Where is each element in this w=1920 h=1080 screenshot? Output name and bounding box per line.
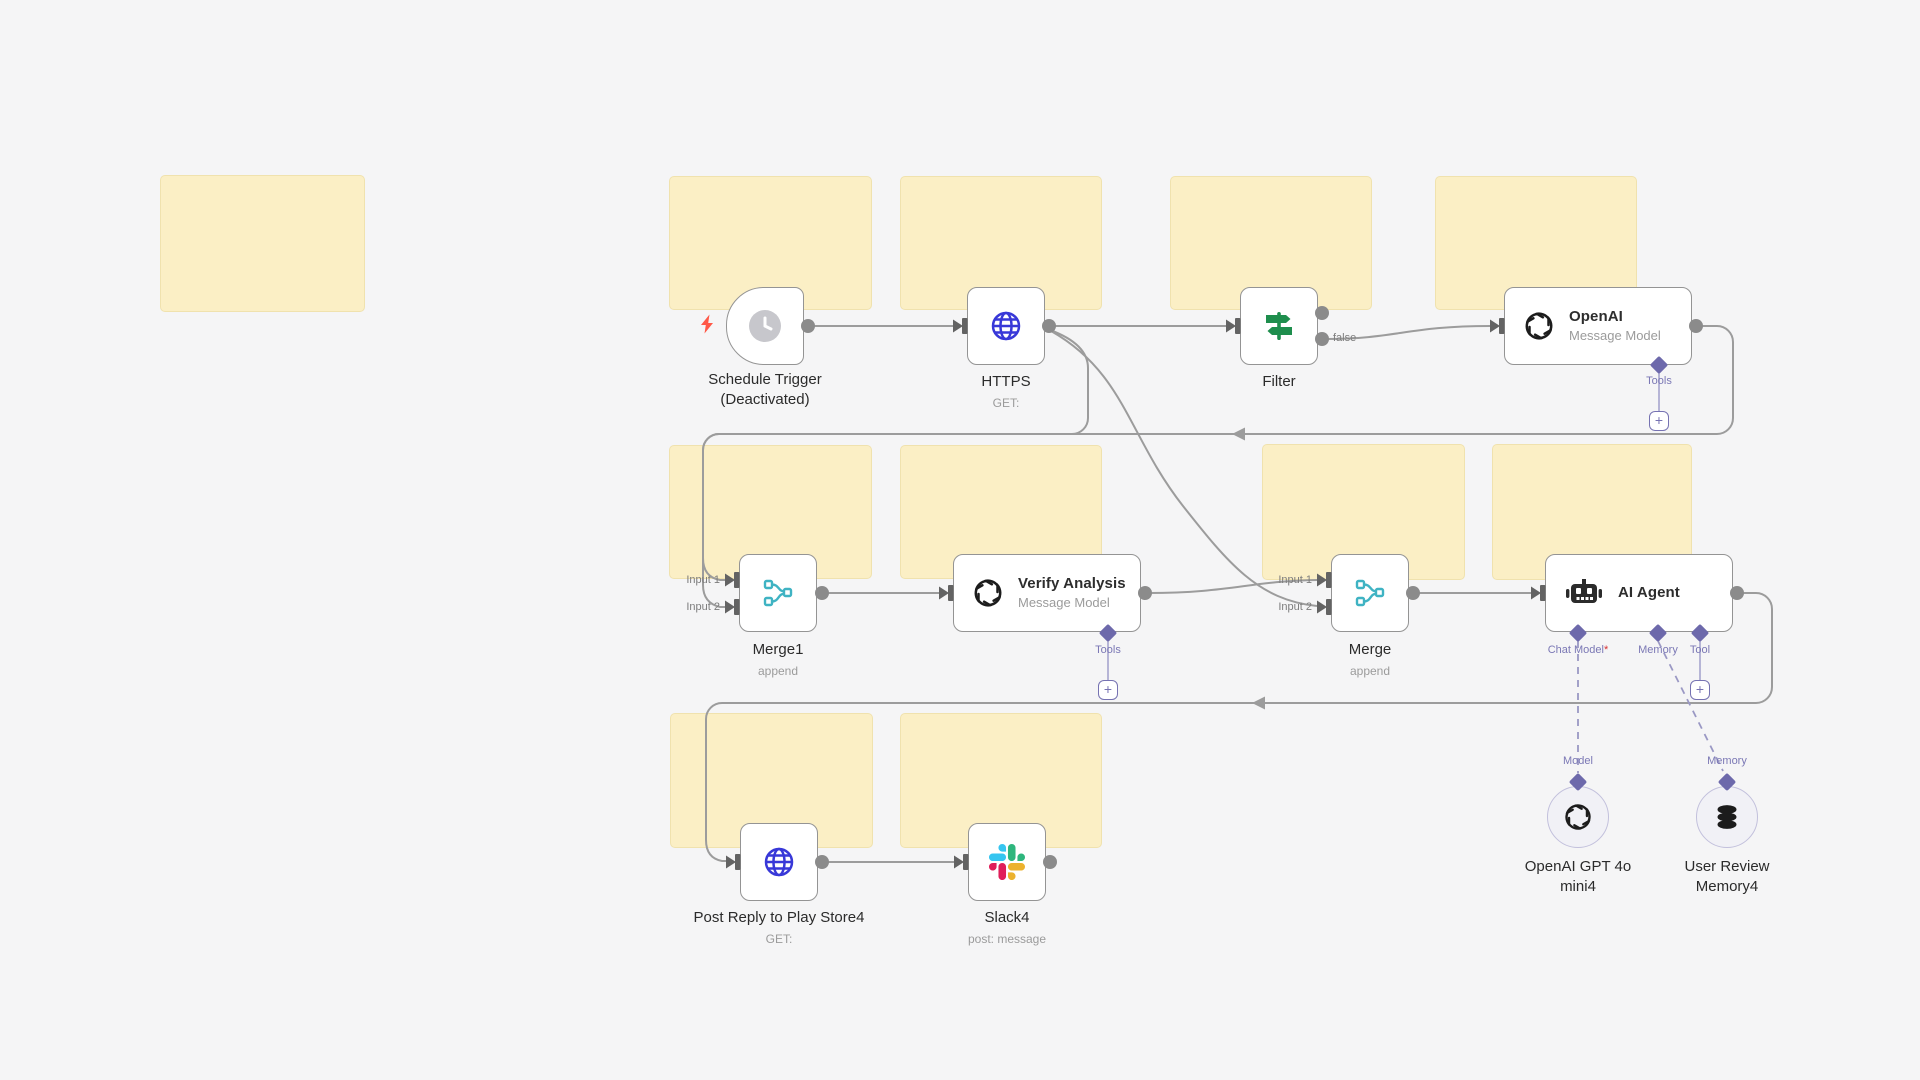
signpost-icon xyxy=(1266,312,1292,340)
input-port xyxy=(725,599,740,615)
robot-icon xyxy=(1566,579,1602,603)
openai-icon xyxy=(974,579,1002,607)
input-port xyxy=(726,854,741,870)
node-label-slack: Slack4 post: message xyxy=(887,908,1127,949)
merge1-input1-label: Input 1 xyxy=(686,574,720,586)
sticky-note[interactable] xyxy=(160,175,365,312)
input-port xyxy=(1226,318,1241,334)
input-port xyxy=(1490,318,1505,334)
node-label-user-review-memory: User Review Memory4 xyxy=(1684,858,1770,895)
node-subtitle: Message Model xyxy=(1569,328,1661,344)
input-port xyxy=(939,585,954,601)
node-title: Verify Analysis xyxy=(1018,574,1126,592)
agent-tool-label: Tool xyxy=(1689,644,1711,656)
node-label-https: HTTPS GET: xyxy=(886,372,1126,413)
node-label-merge1: Merge1 append xyxy=(658,640,898,681)
add-tool-button[interactable]: + xyxy=(1649,411,1669,431)
node-operation: append xyxy=(1349,664,1391,678)
openai-icon xyxy=(1525,312,1553,340)
output-port[interactable] xyxy=(815,586,829,600)
input-port xyxy=(1531,585,1546,601)
node-slack[interactable] xyxy=(968,823,1046,901)
deactivated-bolt-icon xyxy=(701,314,713,334)
node-operation: append xyxy=(757,664,799,678)
node-label-merge: Merge append xyxy=(1250,640,1490,681)
input-port xyxy=(1317,599,1332,615)
node-operation: GET: xyxy=(992,396,1020,410)
wire-agent-memory-dashed[interactable] xyxy=(1657,640,1724,772)
node-verify-analysis[interactable]: Verify Analysis Message Model xyxy=(953,554,1141,632)
wire-arrow-left xyxy=(1232,427,1245,441)
node-openai[interactable]: OpenAI Message Model xyxy=(1504,287,1692,365)
input-port xyxy=(954,854,969,870)
node-openai-chat-model[interactable] xyxy=(1547,786,1609,848)
node-user-review-memory[interactable] xyxy=(1696,786,1758,848)
filter-false-label: false xyxy=(1333,332,1357,344)
globe-icon xyxy=(991,311,1021,341)
node-operation: GET: xyxy=(765,932,793,946)
node-https[interactable] xyxy=(967,287,1045,365)
node-merge1[interactable] xyxy=(739,554,817,632)
openai-tools-label: Tools xyxy=(1646,375,1672,387)
slack-icon xyxy=(989,844,1025,880)
clock-icon xyxy=(749,310,781,342)
node-label-filter: Filter xyxy=(1262,373,1296,390)
verify-tools-label: Tools xyxy=(1095,644,1121,656)
required-mark: * xyxy=(1603,644,1609,656)
wire-arrow-left xyxy=(1252,696,1265,710)
merge-icon xyxy=(763,579,793,607)
merge-input1-label: Input 1 xyxy=(1278,574,1312,586)
node-label-openai-chat-model: OpenAI GPT 4o mini4 xyxy=(1524,858,1632,895)
node-merge[interactable] xyxy=(1331,554,1409,632)
node-label-schedule-trigger: Schedule Trigger (Deactivated) xyxy=(708,371,822,408)
model-port-label: Model xyxy=(1563,755,1593,767)
node-operation: post: message xyxy=(967,932,1047,946)
merge-input2-label: Input 2 xyxy=(1278,601,1312,613)
node-subtitle: Message Model xyxy=(1018,595,1110,611)
node-title: OpenAI xyxy=(1569,307,1623,325)
memory-port-label: Memory xyxy=(1707,755,1747,767)
input-port xyxy=(953,318,968,334)
node-schedule-trigger[interactable] xyxy=(726,287,804,365)
globe-icon xyxy=(764,847,794,877)
openai-icon xyxy=(1565,804,1591,830)
merge1-input2-label: Input 2 xyxy=(686,601,720,613)
node-ai-agent[interactable]: AI Agent xyxy=(1545,554,1733,632)
node-post-reply[interactable] xyxy=(740,823,818,901)
add-tool-button[interactable]: + xyxy=(1098,680,1118,700)
database-icon xyxy=(1717,805,1737,829)
add-tool-button[interactable]: + xyxy=(1690,680,1710,700)
merge-icon xyxy=(1355,579,1385,607)
node-title: AI Agent xyxy=(1618,583,1680,601)
node-label-post-reply: Post Reply to Play Store4 GET: xyxy=(659,908,899,949)
node-filter[interactable] xyxy=(1240,287,1318,365)
